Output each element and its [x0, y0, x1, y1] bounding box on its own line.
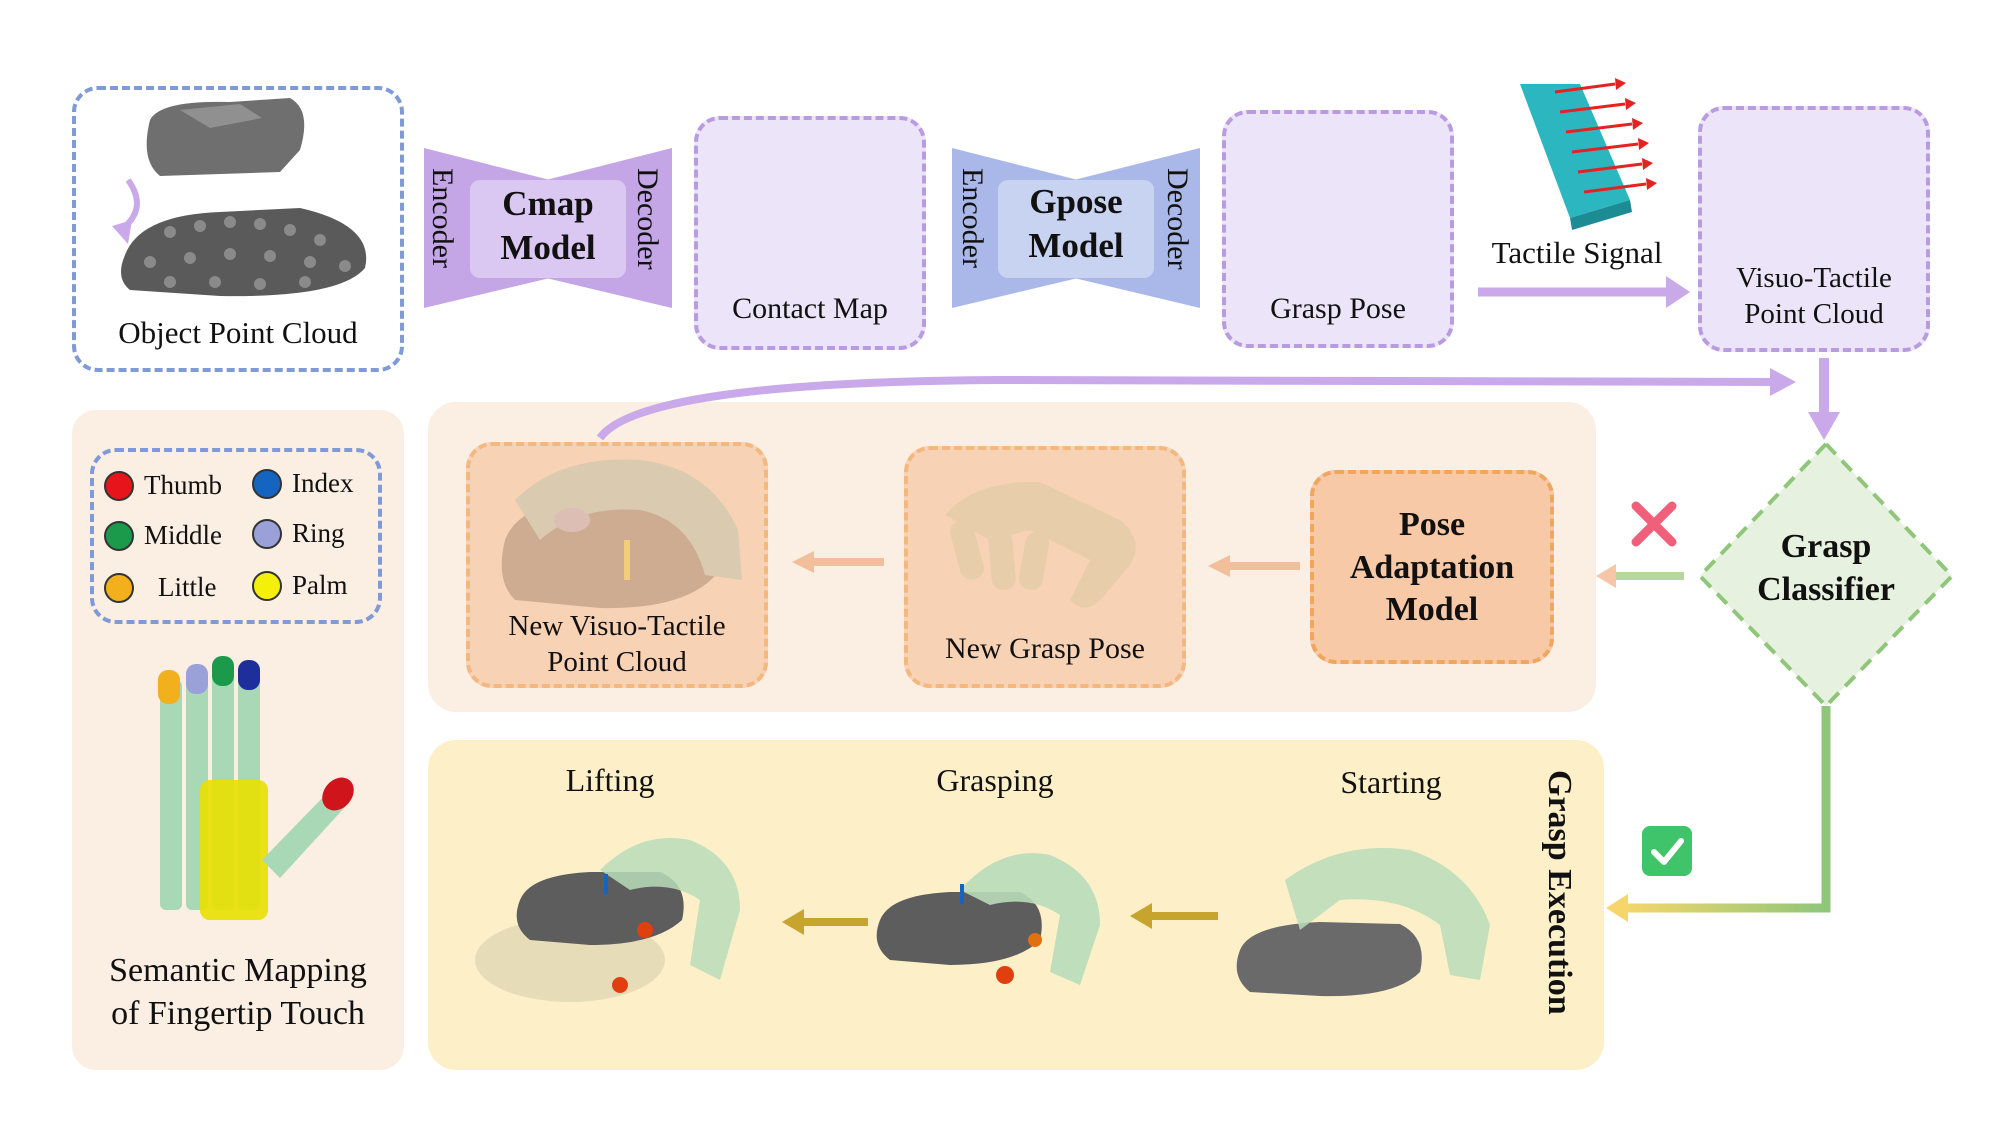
grasp-classifier-label: Grasp Classifier	[1757, 528, 1895, 608]
middle-color-dot	[104, 520, 134, 551]
object-point-cloud-label: Object Point Cloud	[118, 315, 358, 350]
legend-label: Index	[292, 468, 354, 498]
ring-color-dot	[252, 518, 282, 549]
grasp-execution-label: Grasp Execution	[1541, 770, 1578, 1015]
pose-adaptation-box	[1310, 470, 1554, 664]
gpose-encoder-label: Encoder	[956, 168, 989, 268]
cross-icon	[1628, 498, 1680, 550]
tactile-signal-label: Tactile Signal	[1491, 235, 1663, 270]
visuo-tactile-box	[1698, 106, 1930, 352]
little-color-dot	[104, 572, 134, 603]
gpose-model-shape	[952, 148, 1200, 308]
gpose-model-label: Gpose Model	[1028, 182, 1124, 265]
check-icon	[1640, 824, 1694, 878]
legend-box	[90, 448, 382, 624]
palm-color-dot	[252, 570, 282, 601]
new-visuo-tactile-box	[466, 442, 768, 688]
legend-item-palm: Palm	[252, 570, 348, 601]
new-grasp-pose-box	[904, 446, 1186, 688]
grasp-classifier-diamond	[1697, 441, 1955, 709]
grasping-label: Grasping	[936, 762, 1054, 798]
new-visuo-tactile-label: New Visuo-Tactile Point Cloud	[508, 610, 726, 679]
thumb-color-dot	[104, 470, 134, 501]
grasp-pose-box	[1222, 110, 1454, 348]
legend-label: Thumb	[144, 470, 222, 500]
cmap-decoder-label: Decoder	[631, 168, 664, 270]
legend-item-thumb: Thumb	[104, 470, 222, 501]
contact-map-label: Contact Map	[732, 292, 888, 325]
tactile-sensor-illustration	[1520, 78, 1657, 230]
cmap-model-label: Cmap Model	[500, 184, 596, 267]
new-grasp-pose-label: New Grasp Pose	[945, 632, 1145, 665]
legend-item-little: Little	[104, 572, 216, 603]
object-point-cloud-box	[72, 86, 404, 372]
starting-illustration	[1236, 848, 1490, 997]
legend-label: Middle	[144, 520, 222, 550]
classifier-to-execution-arrow	[1624, 706, 1831, 913]
lifting-illustration	[475, 838, 740, 1002]
legend-item-middle: Middle	[104, 520, 222, 551]
index-color-dot	[252, 468, 282, 499]
lifting-label: Lifting	[565, 762, 655, 798]
contact-map-box	[694, 116, 926, 350]
legend-label: Ring	[292, 518, 345, 548]
gpose-decoder-label: Decoder	[1161, 168, 1194, 270]
cmap-model-shape	[424, 148, 672, 308]
legend-item-index: Index	[252, 468, 353, 499]
legend-label: Little	[158, 572, 217, 602]
semantic-mapping-caption: Semantic Mapping of Fingertip Touch	[109, 952, 367, 1032]
object-point-cloud-illustration	[112, 98, 367, 297]
cmap-encoder-label: Encoder	[426, 168, 459, 268]
legend-label: Palm	[292, 570, 348, 600]
legend-item-ring: Ring	[252, 518, 345, 549]
grasping-illustration	[876, 853, 1100, 985]
feedback-curve-arrow	[596, 375, 1777, 441]
hand-semantic-illustration	[158, 656, 354, 920]
starting-label: Starting	[1340, 764, 1442, 800]
visuo-tactile-label: Visuo-Tactile Point Cloud	[1736, 262, 1892, 331]
pose-adaptation-label: Pose Adaptation Model	[1349, 506, 1515, 628]
grasp-pose-label: Grasp Pose	[1270, 292, 1406, 325]
